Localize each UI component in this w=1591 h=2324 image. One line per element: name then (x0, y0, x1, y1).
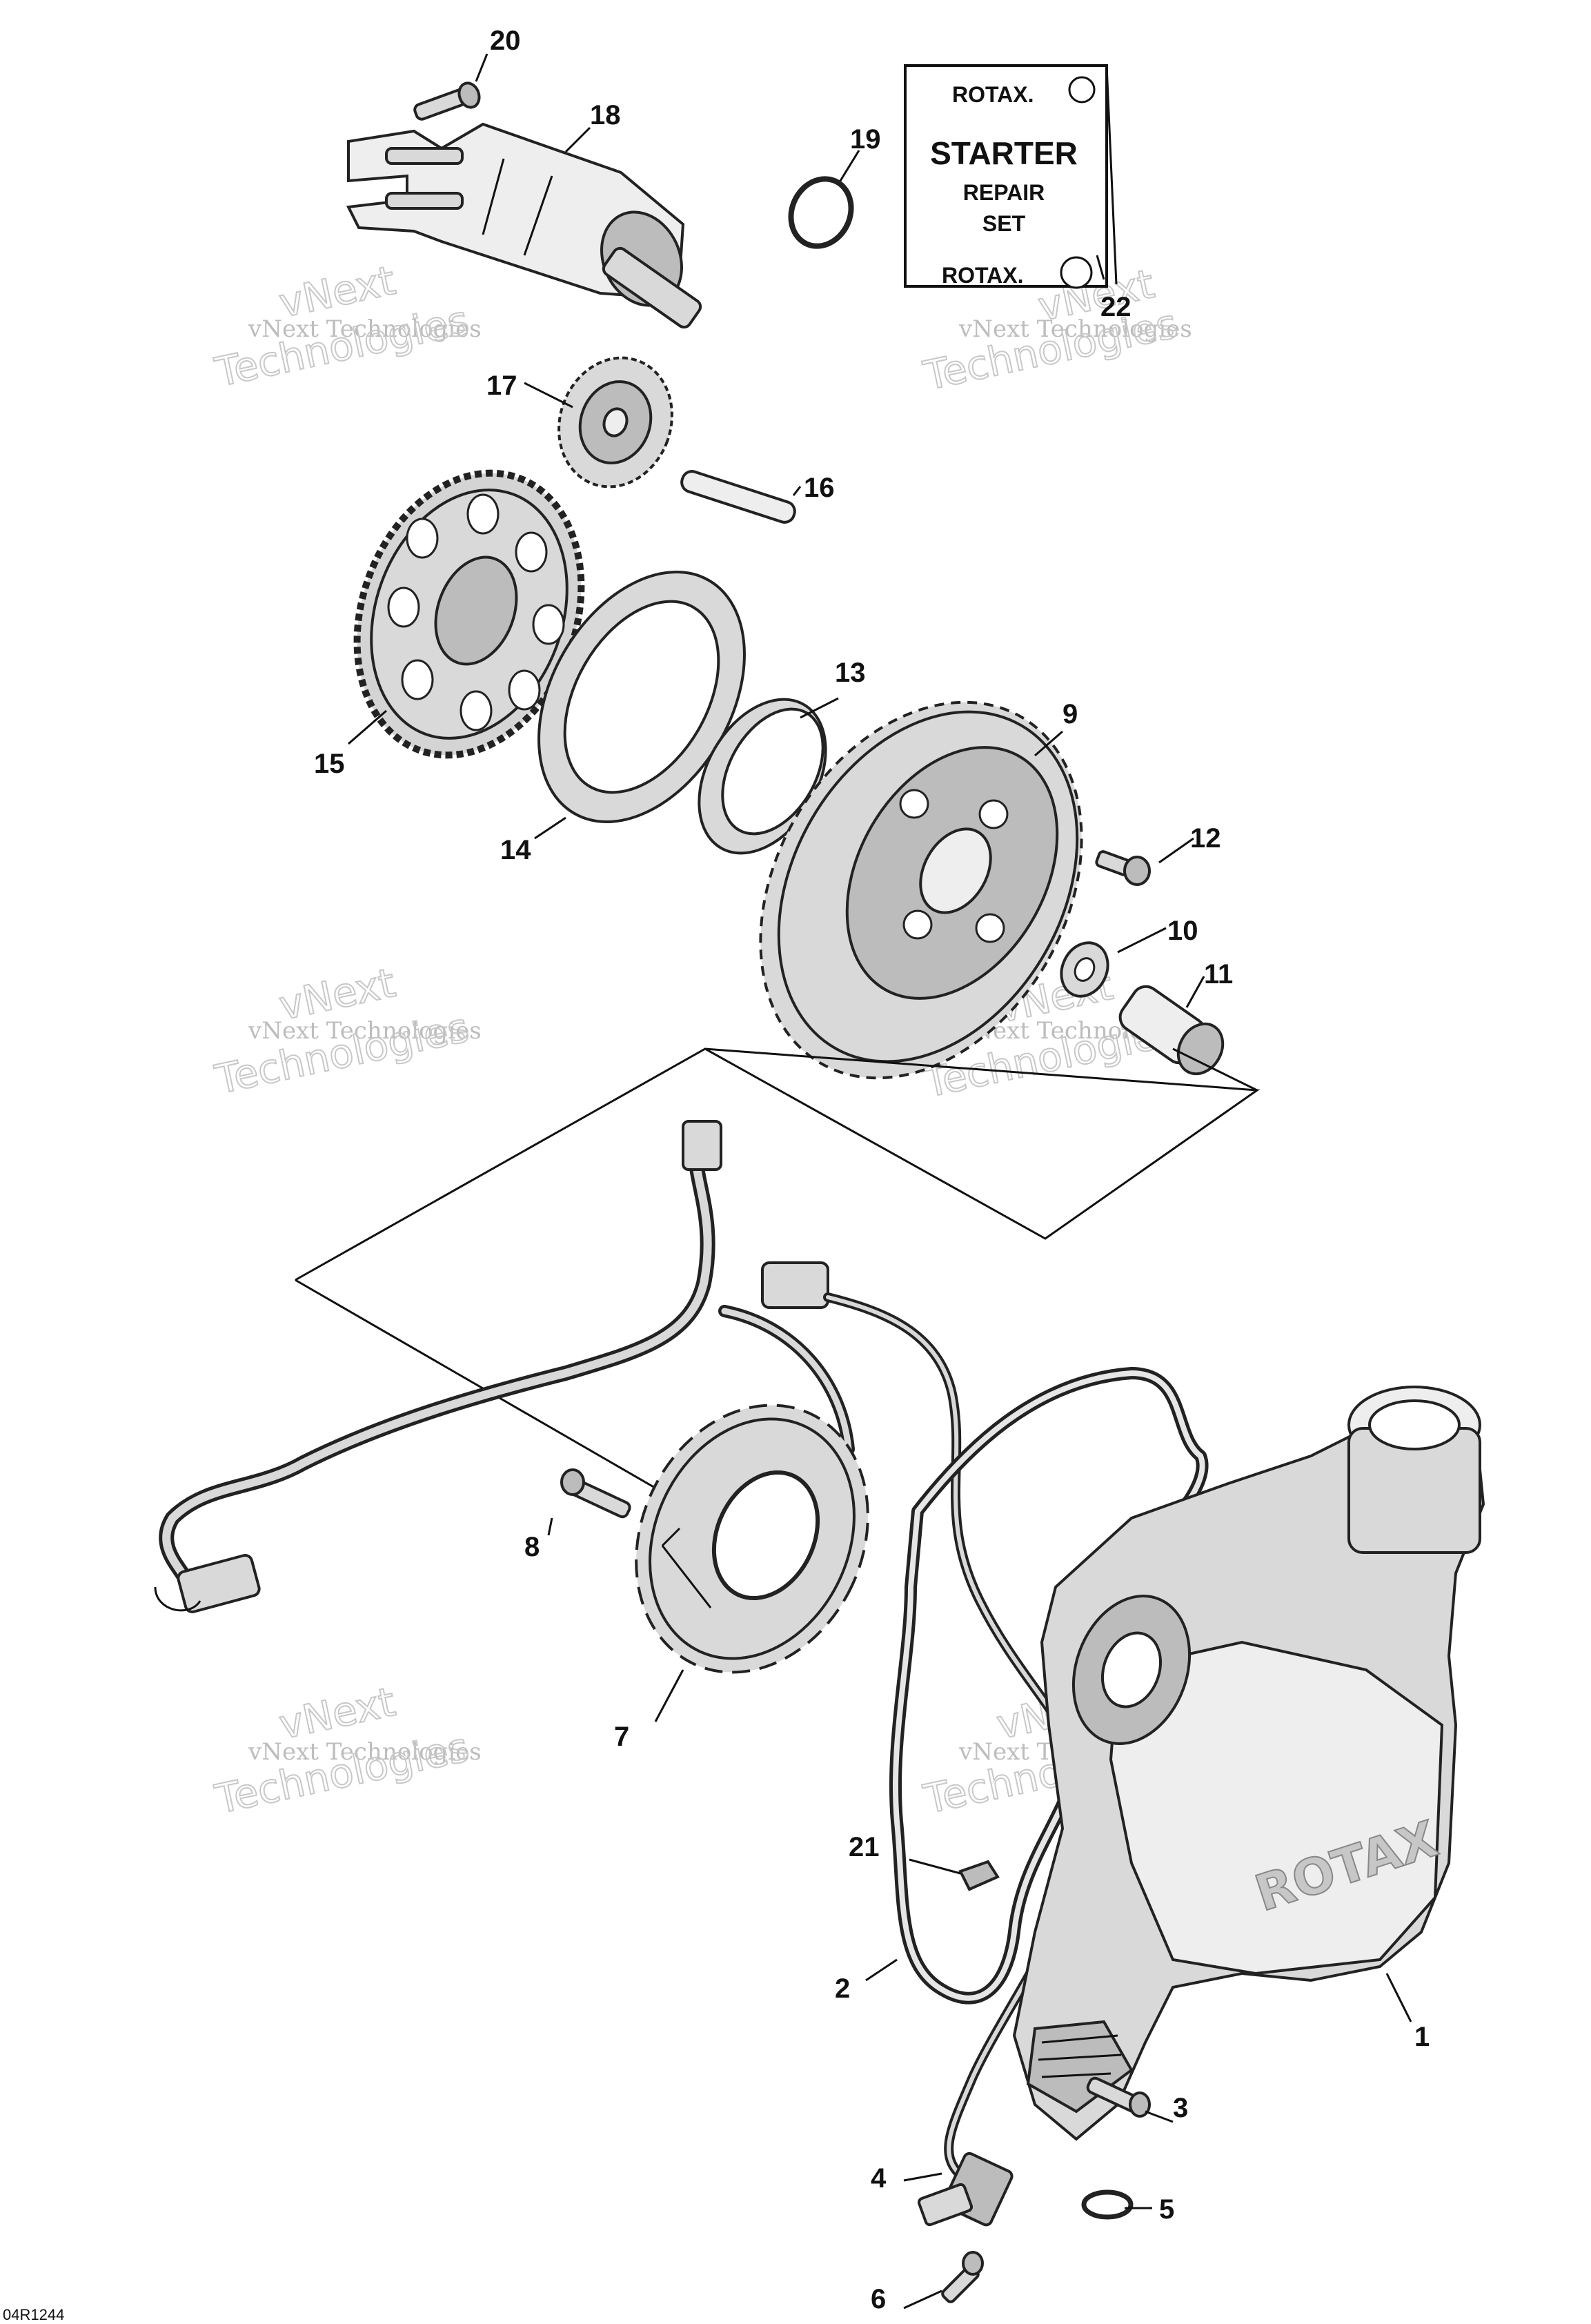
watermark-text: vNext Technologies (248, 315, 482, 343)
callout-11: 11 (1204, 959, 1233, 989)
callout-14: 14 (500, 835, 531, 865)
callout-19: 19 (850, 124, 881, 155)
part-6-screw (941, 2251, 984, 2303)
part-3-screw (1086, 2076, 1151, 2118)
part-1-magneto-cover: ROTAX (1012, 1386, 1485, 2141)
part-11-spacer (1118, 985, 1225, 1076)
callout-7: 7 (614, 1722, 629, 1752)
part-19-ring (788, 176, 854, 249)
sensor-cable (761, 1261, 1096, 2178)
part-15-ring-gear (353, 469, 585, 759)
part-9-flywheel (759, 700, 1083, 1080)
part-18-starter-motor (346, 122, 702, 329)
callout-4: 4 (871, 2163, 887, 2194)
callout-labels: 1 2 3 4 5 6 7 8 9 10 11 12 13 14 15 16 1… (314, 26, 1430, 2314)
part-21-clip (958, 1860, 1000, 1891)
card-line-repair: REPAIR (963, 180, 1045, 205)
callout-5: 5 (1159, 2194, 1174, 2225)
wiring-harness (154, 1120, 855, 1613)
brp-logo-icon (1060, 256, 1093, 289)
watermark-text: vNext Technologies (248, 1738, 482, 1766)
diagram-reference-code: 04R1244 (3, 2306, 64, 2323)
callout-8: 8 (524, 1532, 540, 1562)
part-17-intermediate-gear (557, 356, 673, 489)
leader-lines (348, 53, 1412, 2310)
card-brand-bottom: ROTAX. (942, 263, 1024, 288)
watermark-text: vNext Technologies (248, 1017, 482, 1045)
watermark-text: vNext Technologies (958, 315, 1192, 343)
part-10-washer (1060, 941, 1109, 998)
part-12-screw (1095, 850, 1151, 886)
part-7-stator (635, 1404, 869, 1674)
callout-20: 20 (490, 26, 521, 56)
part-13-sleeve (698, 698, 827, 855)
callout-16: 16 (804, 473, 835, 503)
card-line-set: SET (982, 211, 1026, 236)
part-22-starter-repair-set: ROTAX. STARTER REPAIR SET ROTAX. (904, 64, 1118, 289)
assembly-outline-lower (1172, 1047, 1258, 1092)
callout-9: 9 (1063, 699, 1078, 729)
callout-13: 13 (835, 658, 866, 688)
callout-12: 12 (1190, 823, 1221, 854)
callout-6: 6 (871, 2284, 886, 2314)
part-20-screw (413, 81, 481, 121)
callout-1: 1 (1414, 2022, 1430, 2052)
brp-logo-icon (1068, 76, 1096, 104)
callout-21: 21 (849, 1832, 880, 1862)
callout-15: 15 (314, 749, 345, 779)
part-5-oring (1081, 2189, 1134, 2220)
callout-18: 18 (590, 100, 621, 130)
callout-10: 10 (1167, 916, 1198, 946)
callout-2: 2 (835, 1973, 850, 2004)
callout-17: 17 (486, 371, 517, 401)
part-14-clutch-ring (537, 571, 746, 823)
card-brand-top: ROTAX. (952, 82, 1034, 107)
card-line-starter: STARTER (930, 135, 1078, 171)
part-8-screw (560, 1468, 631, 1519)
part-16-shaft (680, 470, 796, 524)
callout-22: 22 (1100, 292, 1132, 322)
part-4-sensor (917, 2151, 1014, 2227)
callout-3: 3 (1173, 2093, 1188, 2123)
